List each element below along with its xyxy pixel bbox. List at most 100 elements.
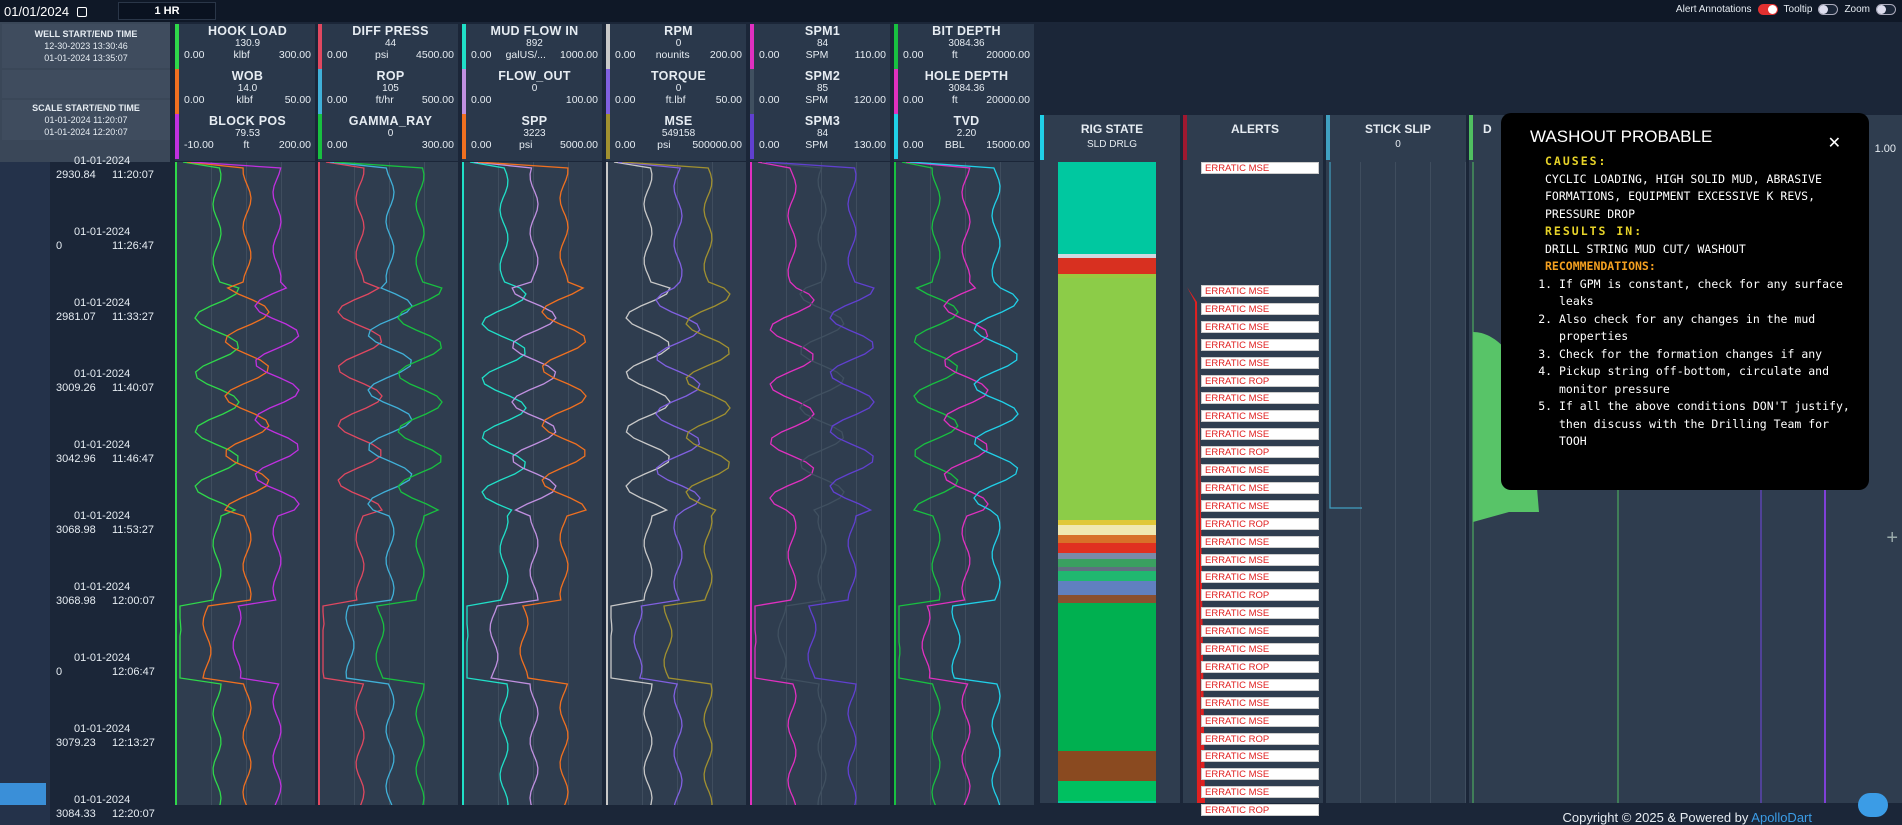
alert-item[interactable]: ERRATIC MSE [1201, 499, 1319, 512]
alert-item[interactable]: ERRATIC MSE [1201, 714, 1319, 727]
time-clock: 11:46:47 [112, 453, 155, 465]
alert-item[interactable]: ERRATIC MSE [1201, 285, 1319, 297]
alerts-header: ALERTS [1183, 115, 1323, 160]
alert-item[interactable]: ERRATIC ROP [1201, 374, 1319, 387]
alert-item[interactable]: ERRATIC MSE [1201, 320, 1319, 333]
alert-item[interactable]: ERRATIC ROP [1201, 589, 1319, 602]
date-picker[interactable]: 01/01/2024 [4, 2, 114, 20]
track-name: BLOCK POS [208, 114, 286, 128]
alert-item[interactable]: ERRATIC ROP [1201, 446, 1319, 459]
track-min: 0.00 [471, 49, 492, 61]
stick-slip-trace [1329, 162, 1362, 509]
track-value: 84 [816, 38, 829, 49]
alert-item[interactable]: ERRATIC MSE [1201, 302, 1319, 315]
alert-item[interactable]: ERRATIC MSE [1201, 678, 1319, 691]
alert-item[interactable]: ERRATIC MSE [1201, 786, 1319, 799]
alert-item[interactable]: ERRATIC MSE [1201, 750, 1319, 763]
alert-item[interactable]: ERRATIC MSE [1201, 696, 1319, 709]
alert-item[interactable]: ERRATIC MSE [1201, 356, 1319, 369]
add-icon[interactable]: + [1886, 527, 1898, 549]
tooltip-toggle[interactable] [1818, 4, 1839, 15]
alert-item[interactable]: ERRATIC MSE [1201, 392, 1319, 405]
track-color-bar [175, 69, 179, 114]
alert-annotations-label: Alert Annotations [1675, 4, 1752, 15]
alert-item[interactable]: ERRATIC MSE [1201, 464, 1319, 476]
time-clock: 11:20:07 [112, 169, 155, 181]
track-value: 0 [387, 128, 394, 139]
footer-brand-link[interactable]: ApolloDart [1751, 810, 1812, 825]
track-min: 0.00 [759, 139, 780, 151]
tooltip-label: Tooltip [1783, 4, 1813, 15]
calendar-icon[interactable] [77, 7, 88, 17]
alert-item[interactable]: ERRATIC MSE [1201, 162, 1319, 174]
alert-item[interactable]: ERRATIC ROP [1201, 732, 1319, 745]
alert-item[interactable]: ERRATIC MSE [1201, 607, 1319, 620]
alert-item[interactable]: ERRATIC ROP [1201, 517, 1319, 530]
track-trace [466, 162, 588, 805]
time-depth: 0 [56, 240, 63, 252]
scroll-thumb[interactable] [0, 783, 46, 805]
top-toolbar [0, 0, 1902, 22]
rig-state-band [1058, 751, 1156, 781]
recommendations-label: RECOMMENDATIONS: [1545, 259, 1656, 273]
series-line [179, 162, 240, 805]
alert-item[interactable]: ERRATIC MSE [1201, 338, 1319, 351]
close-icon[interactable]: ✕ [1827, 135, 1841, 152]
track-value: 14.0 [237, 83, 258, 94]
chat-icon[interactable] [1858, 793, 1888, 817]
series-line [466, 162, 527, 805]
alerts-column: ALERTS ERRATIC MSE ERRATIC MSE ERRATIC MSE… [1183, 115, 1323, 817]
track-unit: SPM [805, 139, 829, 151]
alert-item[interactable]: ERRATIC MSE [1201, 535, 1319, 548]
alert-annotations-toggle[interactable] [1757, 4, 1778, 15]
track-min: 0.00 [327, 94, 348, 106]
alert-item[interactable]: ERRATIC ROP [1201, 660, 1319, 673]
alert-item[interactable]: ERRATIC MSE [1201, 553, 1319, 566]
partial-column-header: D [1469, 115, 1609, 160]
track-max: 120.00 [853, 94, 886, 106]
rig-state-band [1058, 567, 1156, 571]
alert-item[interactable]: ERRATIC MSE [1201, 643, 1319, 655]
track-name: MSE [664, 114, 693, 128]
track-value: 79.53 [234, 128, 261, 139]
alert-item[interactable]: ERRATIC MSE [1201, 428, 1319, 441]
alert-item[interactable]: ERRATIC MSE [1201, 768, 1319, 781]
time-clock: 12:00:07 [112, 595, 155, 607]
alert-item[interactable]: ERRATIC MSE [1201, 571, 1319, 584]
blank-box [2, 70, 170, 98]
track-max: 100.00 [565, 94, 598, 106]
time-depth: 2981.07 [56, 311, 96, 323]
track-value: 549158 [661, 128, 696, 139]
rig-state-column: RIG STATE SLD DRLG [1040, 115, 1180, 803]
stick-slip-value: 0 [1395, 139, 1401, 150]
alert-item[interactable]: ERRATIC ROP [1201, 804, 1319, 817]
time-range-select[interactable]: 1 HR [118, 2, 216, 20]
zoom-toggle[interactable] [1876, 4, 1896, 15]
alert-item[interactable]: ERRATIC MSE [1201, 410, 1319, 423]
alert-item[interactable]: ERRATIC MSE [1201, 625, 1319, 638]
alert-item[interactable]: ERRATIC MSE [1201, 481, 1319, 494]
track-color-bar [462, 69, 466, 114]
rig-state-band [1058, 559, 1156, 567]
recommendation-item: If GPM is constant, check for any surfac… [1559, 276, 1853, 311]
